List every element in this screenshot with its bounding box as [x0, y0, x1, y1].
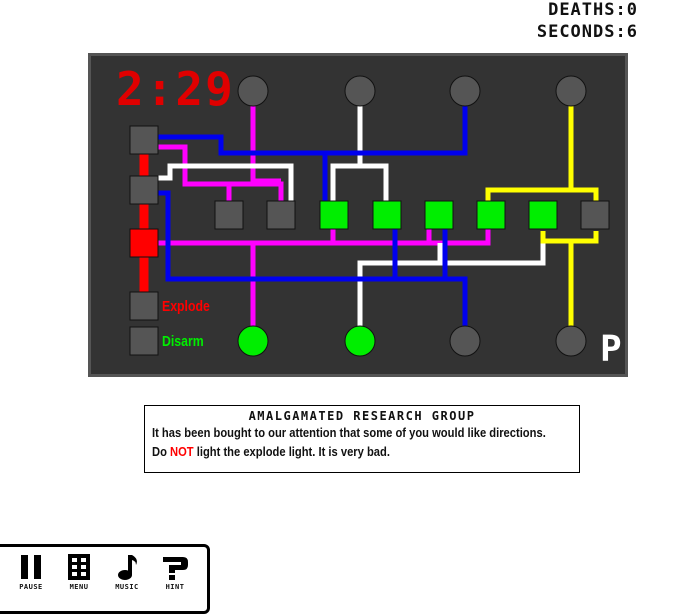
- pause-label: PAUSE: [19, 583, 43, 591]
- gate-2[interactable]: [266, 200, 296, 230]
- notice-warning-word: NOT: [170, 444, 194, 459]
- top-light-3: [449, 75, 481, 107]
- menu-grid-icon: [68, 554, 90, 580]
- notice-title: AMALGAMATED RESEARCH GROUP: [248, 409, 476, 423]
- pause-icon: [21, 555, 41, 579]
- explode-label: Explode: [162, 298, 210, 315]
- notice-box: AMALGAMATED RESEARCH GROUP It has been b…: [144, 405, 580, 473]
- hint-button[interactable]: HINT: [153, 553, 197, 601]
- notice-line-2-prefix: Do: [152, 444, 167, 459]
- bottom-toolbar: PAUSE MENU MUSIC HINT: [0, 544, 210, 614]
- gate-3[interactable]: [319, 200, 349, 230]
- deaths-value: 0: [626, 0, 638, 20]
- deaths-counter: DEATHS0: [548, 0, 638, 20]
- yellow-wires: [485, 101, 599, 341]
- notice-line-2: Do NOT light the explode light. It is ve…: [152, 442, 519, 461]
- top-light-2: [344, 75, 376, 107]
- music-button[interactable]: MUSIC: [105, 553, 149, 601]
- gate-7[interactable]: [528, 200, 558, 230]
- music-label: MUSIC: [115, 583, 139, 591]
- switch-1[interactable]: [129, 125, 159, 155]
- gate-5[interactable]: [424, 200, 454, 230]
- magenta-wires: [158, 101, 491, 333]
- gate-4[interactable]: [372, 200, 402, 230]
- bottom-lights: [237, 325, 587, 357]
- notice-line-1: It has been bought to our attention that…: [152, 425, 546, 440]
- timer-digits: 2:29: [116, 62, 235, 116]
- gate-6[interactable]: [476, 200, 506, 230]
- p-indicator: P: [600, 329, 622, 370]
- pause-button[interactable]: PAUSE: [9, 553, 53, 601]
- explode-switch[interactable]: [129, 291, 159, 321]
- deaths-label: DEATHS: [548, 0, 627, 20]
- switch-armed[interactable]: [129, 228, 159, 258]
- menu-button[interactable]: MENU: [57, 553, 101, 601]
- hint-question-icon: [163, 557, 188, 580]
- top-light-1: [237, 75, 269, 107]
- gate-8[interactable]: [580, 200, 610, 230]
- seconds-counter: SECONDS6: [537, 22, 638, 42]
- seconds-label: SECONDS: [537, 22, 627, 42]
- music-note-icon: [118, 555, 137, 580]
- left-switch-column: [129, 125, 159, 356]
- countdown-timer: 2:29: [116, 64, 235, 114]
- notice-line-2-suffix: light the explode light. It is very bad.: [196, 444, 390, 459]
- white-wires: [158, 101, 546, 341]
- gate-row: [214, 200, 610, 230]
- top-lights: [237, 75, 587, 107]
- bottom-light-4: [555, 325, 587, 357]
- puzzle-board: [88, 53, 628, 377]
- switch-2[interactable]: [129, 175, 159, 205]
- circuit-diagram: [88, 53, 628, 377]
- hint-label: HINT: [165, 583, 185, 591]
- menu-label: MENU: [69, 583, 89, 591]
- gate-1[interactable]: [214, 200, 244, 230]
- top-light-4: [555, 75, 587, 107]
- bottom-light-1: [237, 325, 269, 357]
- seconds-value: 6: [626, 22, 638, 42]
- disarm-switch[interactable]: [129, 326, 159, 356]
- bottom-light-2: [344, 325, 376, 357]
- blue-wires: [158, 101, 468, 341]
- bottom-light-3: [449, 325, 481, 357]
- disarm-label: Disarm: [162, 333, 204, 350]
